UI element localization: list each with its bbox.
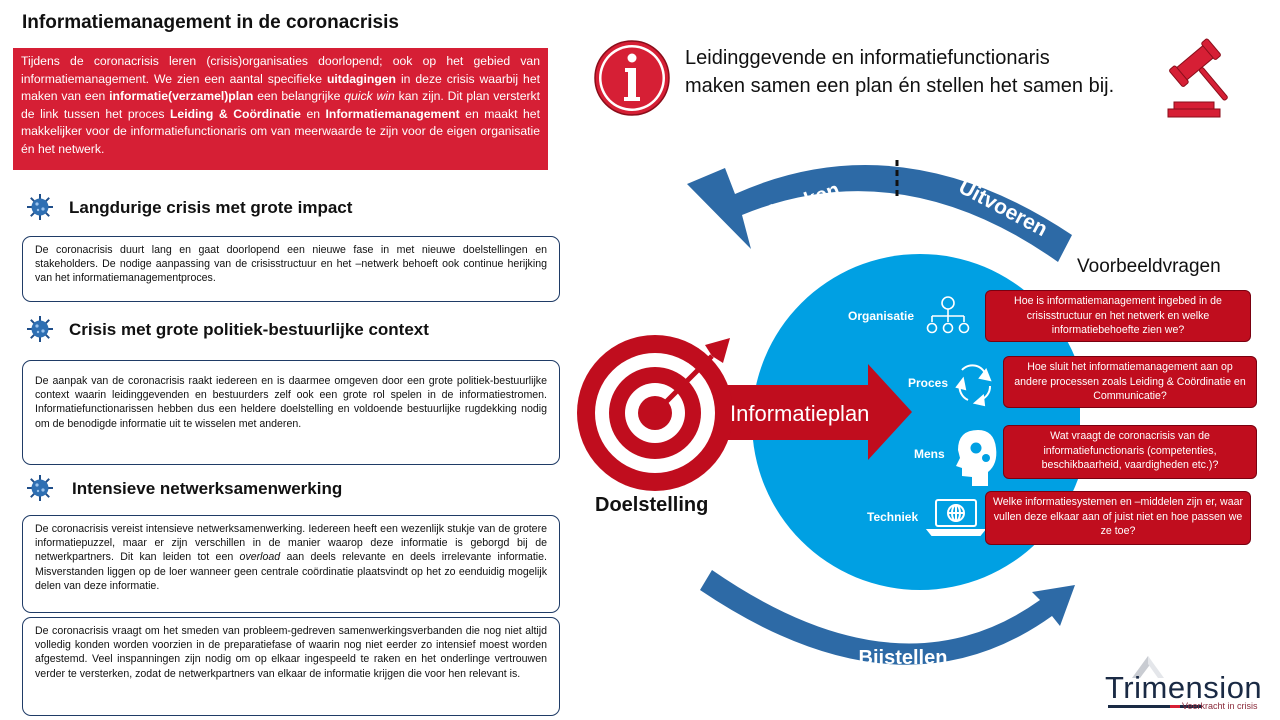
- aspect-mens: Mens: [914, 447, 945, 461]
- intro-text: en maakt het makkelijker voor de informa…: [21, 106, 540, 156]
- info-statement: Leidinggevende en informatiefunctionaris…: [685, 44, 1114, 100]
- info-icon: [594, 40, 670, 116]
- virus-icon: [27, 316, 53, 342]
- intro-text: een belangrijke: [253, 89, 345, 104]
- box-text: De coronacrisis vereist intensieve netwe…: [35, 523, 547, 564]
- section-box-samenwerking: De coronacrisis vraagt om het smeden van…: [22, 617, 560, 716]
- section-title-langdurig: Langdurige crisis met grote impact: [69, 198, 353, 217]
- cycle-diagram: Checken Uitvoeren Bijstellen: [577, 160, 1080, 669]
- info-statement-line2: maken samen een plan én stellen het same…: [685, 75, 1115, 97]
- question-organisatie: Hoe is informatiemanagement ingebed in d…: [985, 290, 1251, 342]
- top-cycle-arrow: [687, 165, 1072, 262]
- intro-bold-plan: informatie(verzamel)plan: [109, 89, 254, 104]
- gavel-icon: [1167, 38, 1228, 118]
- intro-bold-im: Informatiemanagement: [325, 106, 460, 121]
- head-gears-icon: [956, 430, 997, 486]
- virus-icon: [27, 194, 53, 220]
- laptop-globe-icon: [925, 499, 987, 536]
- logo-underline: [1108, 705, 1202, 708]
- logo-name: Trimension: [1105, 670, 1263, 705]
- section-box-netwerk: De coronacrisis vereist intensieve netwe…: [22, 515, 560, 613]
- intro-bold-uitdagingen: uitdagingen: [326, 71, 396, 86]
- section-title-netwerk: Intensieve netwerksamenwerking: [72, 479, 343, 498]
- trimension-logo-mark: [1132, 656, 1164, 678]
- informatieplan-label: Informatieplan: [730, 401, 870, 426]
- page-title: Informatiemanagement in de coronacrisis: [22, 12, 399, 33]
- intro-box: Tijdens de coronacrisis leren (crisis)or…: [13, 48, 548, 170]
- doelstelling-label: Doelstelling: [595, 494, 709, 516]
- logo-accent: [1170, 705, 1180, 708]
- question-proces: Hoe sluit het informatiemanagement aan o…: [1003, 356, 1257, 408]
- intro-italic-quickwin: quick win: [344, 89, 395, 104]
- intro-text: Tijdens de coronacrisis leren (crisis)or…: [21, 54, 540, 86]
- voorbeeldvragen-title: Voorbeeldvragen: [1077, 256, 1221, 277]
- aspect-proces: Proces: [908, 376, 949, 390]
- intro-text: in deze crisis waarbij het maken van een: [21, 71, 540, 104]
- informatieplan-arrow: [715, 364, 912, 460]
- bijstellen-label: Bijstellen: [859, 647, 948, 669]
- virus-icon: [27, 475, 53, 501]
- target-icon: [577, 335, 733, 491]
- aspect-techniek: Techniek: [867, 510, 919, 524]
- question-techniek: Welke informatiesystemen en –middelen zi…: [985, 491, 1251, 545]
- info-statement-line1: Leidinggevende en informatiefunctionaris: [685, 47, 1050, 69]
- section-title-politiek: Crisis met grote politiek-bestuurlijke c…: [69, 320, 429, 339]
- aspect-organisatie: Organisatie: [848, 309, 915, 323]
- question-mens: Wat vraagt de coronacrisis van de inform…: [1003, 425, 1257, 479]
- section-box-politiek: De aanpak van de coronacrisis raakt iede…: [22, 360, 560, 465]
- intro-bold-leiding: Leiding & Coördinatie: [169, 106, 301, 121]
- org-chart-icon: [926, 296, 970, 334]
- intro-text: en: [300, 106, 326, 121]
- box-text-italic: overload: [239, 551, 281, 564]
- bottom-cycle-arrow: [700, 570, 1075, 665]
- intro-text: kan zijn. Dit plan versterkt de link tus…: [21, 89, 541, 121]
- section-box-langdurig: De coronacrisis duurt lang en gaat doorl…: [22, 236, 560, 302]
- box-text: aan deels relevante en deels irrelevante…: [35, 551, 547, 592]
- logo-tagline: Veerkracht in crisis: [1182, 701, 1258, 711]
- cycle-icon: [955, 364, 992, 407]
